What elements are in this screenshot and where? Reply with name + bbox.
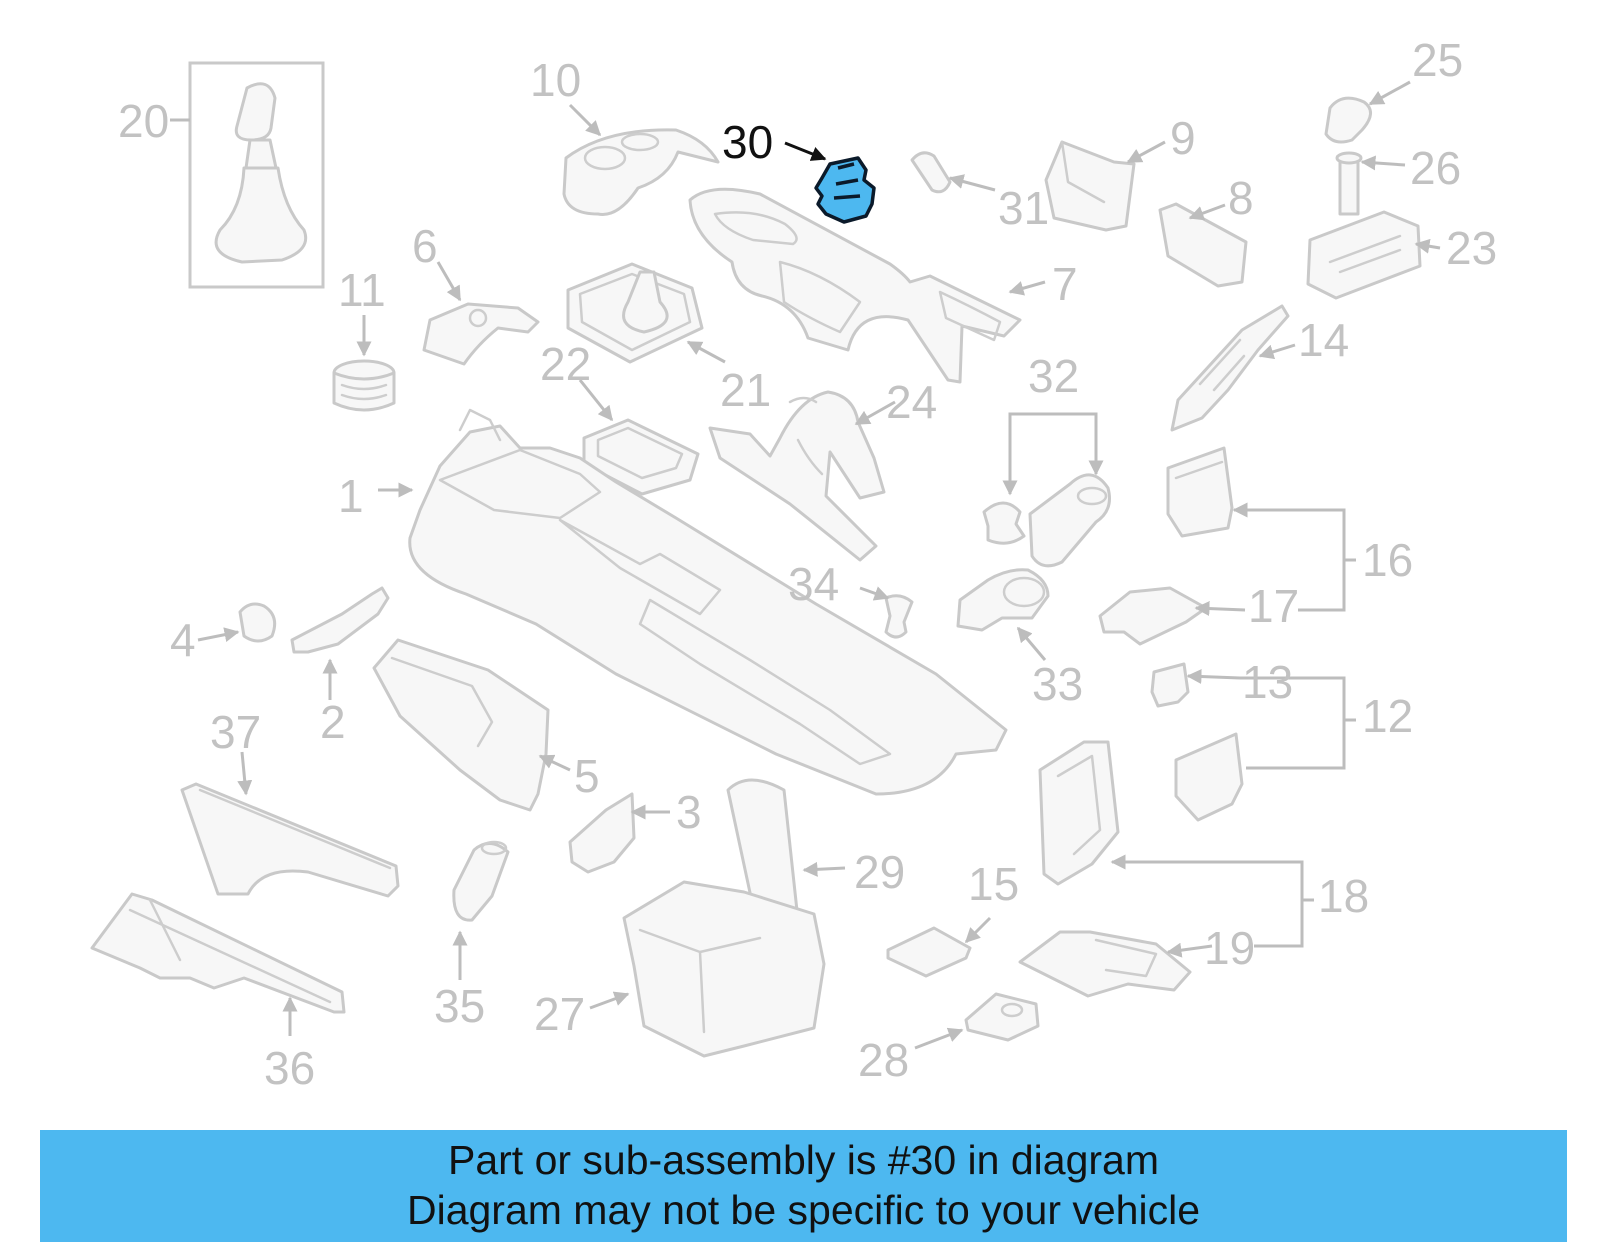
callout-3: 3 — [676, 786, 702, 838]
part-27-storage-bin — [589, 880, 826, 1058]
part-18-group — [1038, 740, 1314, 948]
callout-24: 24 — [886, 376, 937, 428]
part-24-bracket — [708, 390, 896, 562]
part-37-trim-strip — [180, 751, 400, 898]
info-banner: Part or sub-assembly is #30 in diagram D… — [40, 1130, 1567, 1242]
part-13-switch — [1150, 662, 1241, 708]
callout-21: 21 — [720, 364, 771, 416]
part-3-bracket — [568, 792, 670, 874]
callout-16: 16 — [1362, 534, 1413, 586]
part-21-boot-frame — [566, 262, 726, 364]
callout-23: 23 — [1446, 222, 1497, 274]
callout-37: 37 — [210, 706, 261, 758]
part-29-duct — [726, 778, 846, 932]
part-19-tray — [1018, 930, 1213, 998]
callout-7: 7 — [1052, 258, 1078, 310]
part-35-cigar-socket — [452, 840, 510, 980]
part-5-side-panel — [372, 638, 571, 812]
part-36-rail — [90, 892, 346, 1036]
callout-labels: 20 10 30 31 9 8 25 26 23 7 6 11 21 22 24… — [118, 34, 1497, 1094]
callout-26: 26 — [1410, 142, 1461, 194]
part-8-bracket — [1158, 202, 1248, 288]
banner-disclaimer: Diagram may not be specific to your vehi… — [406, 1187, 1200, 1233]
callout-25: 25 — [1412, 34, 1463, 86]
callout-28: 28 — [858, 1034, 909, 1086]
part-17-trim — [1098, 586, 1246, 646]
callout-18: 18 — [1318, 870, 1369, 922]
part-4-plug — [197, 602, 277, 643]
callout-2: 2 — [320, 696, 346, 748]
part-30-highlighted — [784, 141, 876, 224]
callout-20: 20 — [118, 95, 169, 147]
callout-30-highlighted: 30 — [722, 116, 773, 168]
callout-12: 12 — [1362, 690, 1413, 742]
callout-13: 13 — [1242, 656, 1293, 708]
callout-11: 11 — [338, 264, 386, 316]
callout-10: 10 — [530, 54, 581, 106]
part-20-shift-boot — [170, 61, 325, 289]
part-11-cup — [332, 315, 396, 412]
callout-17: 17 — [1248, 580, 1299, 632]
callout-5: 5 — [574, 750, 600, 802]
callout-8: 8 — [1228, 172, 1254, 224]
part-9-pocket — [1044, 140, 1166, 232]
part-1-main-console — [378, 408, 1008, 796]
part-14-side-trim — [1170, 304, 1296, 432]
part-12-group — [1174, 676, 1356, 822]
callout-14: 14 — [1298, 314, 1349, 366]
callout-33: 33 — [1032, 658, 1083, 710]
callout-31: 31 — [998, 182, 1049, 234]
part-15-pad — [886, 916, 992, 978]
part-6-cover — [422, 261, 540, 366]
callout-36: 36 — [264, 1042, 315, 1094]
callout-9: 9 — [1170, 112, 1196, 164]
part-25-selector-knob — [1324, 80, 1411, 144]
part-32-sockets — [982, 412, 1111, 568]
callout-4: 4 — [170, 614, 196, 666]
part-22-trim-ring — [578, 379, 700, 496]
callout-34: 34 — [788, 558, 839, 610]
part-34-fastener — [859, 586, 914, 639]
part-2-bracket — [290, 586, 390, 700]
callout-6: 6 — [412, 220, 438, 272]
part-26-sleeve — [1335, 151, 1406, 216]
callout-15: 15 — [968, 858, 1019, 910]
callout-1: 1 — [338, 470, 364, 522]
callout-35: 35 — [434, 980, 485, 1032]
part-31-clip — [910, 151, 996, 194]
callout-19: 19 — [1204, 922, 1255, 974]
part-33-socket-ring — [956, 568, 1050, 661]
banner-part-notice: Part or sub-assembly is #30 in diagram — [448, 1137, 1159, 1183]
part-23-gate-cover — [1306, 210, 1441, 300]
callout-27: 27 — [534, 988, 585, 1040]
callout-29: 29 — [854, 846, 905, 898]
callout-32: 32 — [1028, 350, 1079, 402]
part-7-upper-console — [688, 187, 1046, 384]
part-16-group — [1166, 446, 1356, 612]
part-10-cupholder — [562, 103, 720, 216]
callout-22: 22 — [540, 338, 591, 390]
part-28-mount — [914, 992, 1040, 1050]
